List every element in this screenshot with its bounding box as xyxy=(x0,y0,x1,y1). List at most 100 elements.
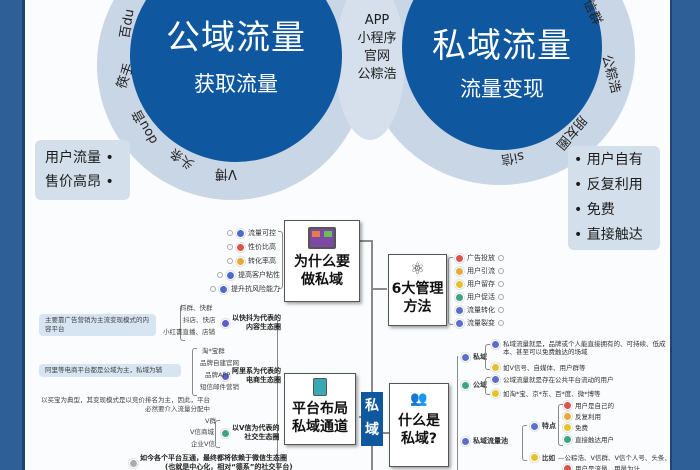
platform-item: 淘*宝群 xyxy=(202,347,225,355)
public-ring-label: V博 xyxy=(215,166,237,181)
atom-icon: ⚛ xyxy=(410,259,425,278)
platform-item: 品牌自建官网 xyxy=(200,359,239,367)
platform-item: 小红書直播、店铺 xyxy=(163,328,215,336)
what-private-def: 私域流量就是，品牌或个人能直接拥有的、可持续、低成本、甚至可以免费触达的场域 xyxy=(491,340,670,356)
methods-box: ⚛ 6大管理 方法 xyxy=(388,254,447,326)
public-traits-note: 用户流量 • 售价高昂 • xyxy=(35,140,130,200)
left-frame-border xyxy=(0,0,22,470)
feature-item: 反复利用 xyxy=(563,411,601,421)
what-public-example: 如淘*宝、京*东、百*度、微*博等 xyxy=(491,388,601,398)
platform-note: 以买宝为典型，其变现模式是以竞价排名为主，因此，平台必然要介入流量分配中 xyxy=(41,396,210,413)
mindmap-root: 私域 xyxy=(361,392,383,446)
feature-item: 用户是自己的 xyxy=(563,400,614,410)
platform-footer: 如今各个平台互通，最终都将依赖于微信生态圈(也就是中心化，相对“德系”的社交平台… xyxy=(140,454,293,470)
features-node: 特点 xyxy=(530,421,556,431)
why-item: 转化率高 xyxy=(227,256,276,266)
group-bracket xyxy=(192,348,197,396)
methods-title-line: 6大管理 xyxy=(391,281,444,297)
group-dot xyxy=(221,372,230,381)
private-ring-label: si信 xyxy=(499,148,526,167)
platform-group-label: 阿里系为代表的电商生态圈 xyxy=(232,367,281,384)
what-bracket xyxy=(485,344,490,370)
why-private-box: 为什么要 做私域 xyxy=(284,220,360,302)
meeting-icon: 👥 xyxy=(410,391,428,407)
what-public-node: 公域 xyxy=(461,380,487,390)
badge-icon xyxy=(313,378,327,396)
method-item: 流量转化 xyxy=(455,305,504,315)
method-item: 用户促活 xyxy=(455,292,504,302)
platform-item: 企业V信 xyxy=(191,440,215,448)
public-domain-subtitle: 获取流量 xyxy=(194,72,278,96)
footer-dot xyxy=(129,459,138,468)
what-traffic-pool-node: 私域流量池 xyxy=(461,436,508,446)
shared-channels-list: APP 小程序 官网 公粽浩 xyxy=(347,12,407,84)
platform-item: V信商城 xyxy=(190,428,214,436)
platform-note: 阿里等电商平台都是公域为主，私域为辅 xyxy=(39,364,181,377)
what-private-node: 私域 xyxy=(461,352,487,362)
shared-channel-item: 公粽浩 xyxy=(357,67,397,82)
platform-title-line: 私域通道 xyxy=(292,419,348,435)
right-frame-border xyxy=(672,0,700,470)
methods-title-line: 方法 xyxy=(403,299,432,315)
public-domain-title: 公域流量 xyxy=(166,18,306,58)
platform-item: 抖店、快店 xyxy=(183,316,216,324)
group-dot xyxy=(221,429,230,438)
method-item: 用户留存 xyxy=(455,279,504,289)
what-connector xyxy=(457,356,458,470)
what-title-line: 什么是 xyxy=(398,413,440,429)
private-trait: • 反复利用 xyxy=(574,177,643,193)
shared-channel-item: 官网 xyxy=(363,49,390,64)
connector xyxy=(359,240,373,242)
example-node: 比如—公粽浩、V信群、V信个人号、头条、dou音 xyxy=(530,452,670,462)
why-title-line: 为什么要 xyxy=(294,254,350,270)
private-trait: • 免费 xyxy=(574,202,615,218)
mindmap-spine xyxy=(371,240,373,470)
group-dot xyxy=(221,319,230,328)
private-domain-subtitle: 流量变现 xyxy=(460,77,544,101)
platform-item: 短信邮件营销 xyxy=(200,383,239,391)
what-is-private-box: 👥 什么是 私域? xyxy=(389,383,449,467)
right-frame-edge xyxy=(670,0,673,470)
shared-channel-item: 小程序 xyxy=(357,31,397,46)
why-bracket xyxy=(278,231,283,289)
what-public-def: 公域流量就是存在公共平台流动的用户 xyxy=(491,374,614,384)
root-label: 私域 xyxy=(365,398,379,438)
left-frame-edge xyxy=(22,0,25,470)
platform-connector xyxy=(277,320,278,470)
why-title-line: 做私域 xyxy=(301,272,343,288)
laptop-chart-icon xyxy=(308,227,336,249)
public-domain-core: 公域流量 获取流量 xyxy=(130,0,342,162)
what-private-example: 如V信号、自媒体、用户群等 xyxy=(491,362,585,372)
private-trait: • 用户自有 xyxy=(574,152,643,168)
platform-item: V群 xyxy=(205,417,216,425)
private-traits-note: • 用户自有 • 反复利用 • 免费 • 直接触达 xyxy=(568,146,660,250)
method-item: 用户引流 xyxy=(455,266,504,276)
what-bracket xyxy=(522,425,527,461)
platform-note: 主要靠广告营销为主流变现模式的内容平台 xyxy=(39,314,156,336)
what-bracket xyxy=(485,377,490,395)
private-domain-title: 私域流量 xyxy=(432,26,572,66)
why-item: 性价比高 xyxy=(227,242,276,252)
shared-channel-item: APP xyxy=(364,13,390,28)
connector xyxy=(381,432,389,434)
why-item: 流量可控 xyxy=(227,228,276,238)
platform-group-label: 以V信为代表的社交生态圈 xyxy=(232,424,280,441)
group-bracket xyxy=(180,305,185,341)
platform-item: 抖群、快群 xyxy=(180,304,213,312)
method-item: 流量裂变 xyxy=(455,318,504,328)
public-trait: 用户流量 • xyxy=(45,150,114,166)
public-trait: 售价高昂 • xyxy=(45,174,114,190)
platform-item: 品牌APP xyxy=(205,371,231,379)
group-bracket xyxy=(215,420,220,448)
feature-item: 免费 xyxy=(563,422,588,432)
method-item: 广告投放 xyxy=(455,253,504,263)
feature-item: 直接触达用户 xyxy=(563,434,614,444)
private-trait: • 直接触达 xyxy=(574,227,643,243)
infographic-canvas: 公域流量 获取流量 私域流量 流量变现 百du 筷手 dou音 头条 V博 信群… xyxy=(25,0,670,470)
extra-item: 用户是流量，用量为计 xyxy=(563,463,640,470)
what-title-line: 私域? xyxy=(400,431,438,447)
features-bracket xyxy=(558,404,563,446)
overlap-lens xyxy=(335,0,405,140)
methods-bracket xyxy=(448,257,453,325)
platform-layout-box: 平台布局 私域通道 xyxy=(284,373,356,445)
